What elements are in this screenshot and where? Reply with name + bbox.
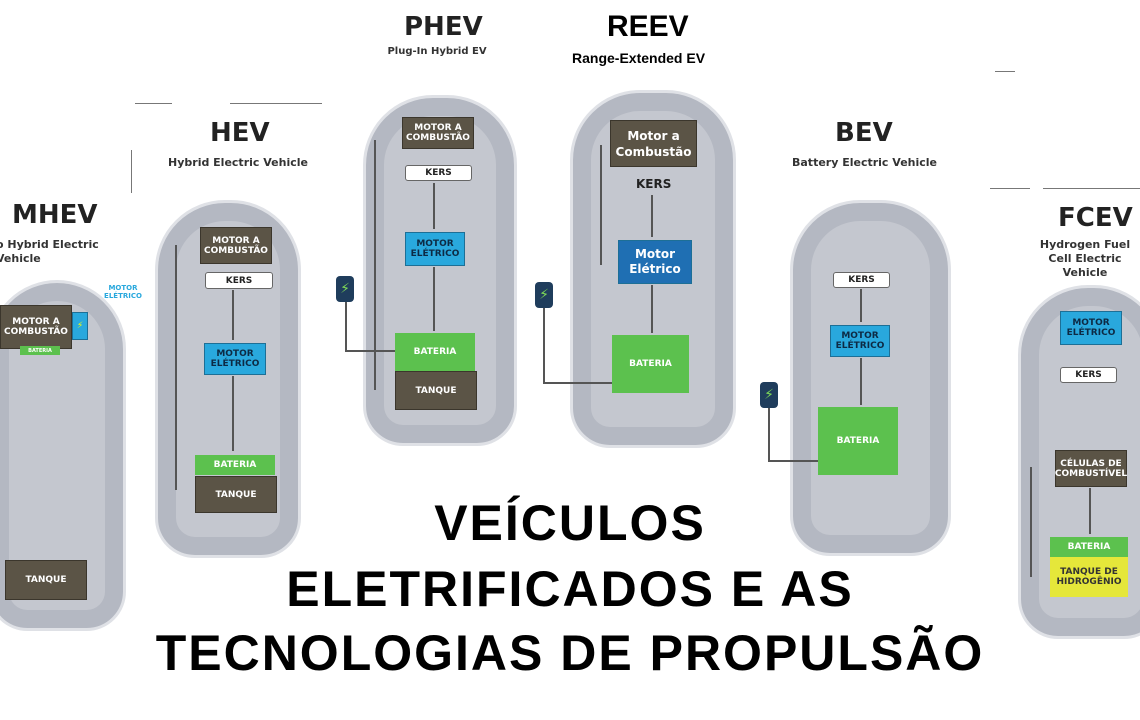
arrow — [1089, 488, 1091, 534]
mhev-title: MHEV — [12, 200, 98, 230]
headline-line-1: VEÍCULOS — [434, 495, 706, 551]
motor-eletrico-box: MOTOR ELÉTRICO — [1060, 311, 1122, 345]
plug-icon: ⚡ — [535, 282, 553, 308]
headline-line-3: TECNOLOGIAS DE PROPULSÃO — [155, 625, 985, 681]
fcev-title: FCEV — [1058, 203, 1133, 233]
arrow — [651, 195, 653, 237]
lightning-icon: ⚡ — [72, 312, 88, 340]
reev-subtitle: Range-Extended EV — [572, 50, 706, 66]
charge-cable — [345, 300, 347, 350]
charge-cable — [768, 460, 818, 462]
tanque-box: TANQUE — [5, 560, 87, 600]
divider — [990, 188, 1030, 189]
bev-subtitle: Battery Electric Vehicle — [792, 156, 938, 169]
divider — [135, 103, 172, 104]
celulas-box: CÉLULAS DE COMBUSTÍVEL — [1055, 450, 1127, 487]
phev-title: PHEV — [404, 12, 483, 42]
charge-cable — [543, 305, 545, 383]
motor-eletrico-box: MOTOR ELÉTRICO — [830, 325, 890, 357]
arrow — [232, 290, 234, 340]
bateria-box: BATERIA — [20, 346, 60, 355]
tanque-box: TANQUE — [195, 476, 277, 513]
charge-cable — [768, 405, 770, 461]
kers-box: KERS — [405, 165, 472, 181]
motor-eletrico-box: MOTOR ELÉTRICO — [405, 232, 465, 266]
reev-title: REEV — [607, 10, 689, 43]
motor-eletrico-box: MOTOR ELÉTRICO — [204, 343, 266, 375]
fcev-subtitle: Hydrogen Fuel Cell Electric Vehicle — [1039, 238, 1131, 279]
arrow — [651, 285, 653, 333]
tanque-hidrogenio-box: TANQUE DE HIDROGÊNIO — [1050, 557, 1128, 597]
motor-combustao-box: MOTOR A COMBUSTÃO — [0, 305, 72, 349]
divider — [131, 150, 132, 193]
bateria-box: BATERIA — [195, 455, 275, 475]
arrow — [860, 358, 862, 405]
headline-line-2: ELETRIFICADOS E AS — [286, 561, 854, 617]
bateria-box: BATERIA — [818, 407, 898, 475]
arrow — [433, 267, 435, 331]
kers-label: KERS — [636, 177, 672, 191]
motor-combustao-box: MOTOR A COMBUSTÃO — [402, 117, 474, 149]
motor-combustao-box: Motor a Combustão — [610, 120, 697, 167]
arrow — [433, 183, 435, 229]
tanque-box: TANQUE — [395, 371, 477, 410]
divider — [995, 71, 1015, 72]
plug-icon: ⚡ — [760, 382, 778, 408]
charge-cable — [345, 350, 395, 352]
fuel-line — [600, 145, 602, 265]
phev-subtitle: Plug-In Hybrid EV — [387, 46, 487, 57]
hev-subtitle: Hybrid Electric Vehicle — [168, 156, 308, 169]
bateria-box: BATERIA — [612, 335, 689, 393]
plug-icon: ⚡ — [336, 276, 354, 302]
motor-eletrico-label: MOTOR ELÉTRICO — [104, 284, 142, 300]
mhev-subtitle: o Hybrid Electric Vehicle — [0, 238, 99, 265]
motor-eletrico-box: Motor Elétrico — [618, 240, 692, 284]
kers-box: KERS — [205, 272, 273, 289]
kers-box: KERS — [833, 272, 890, 288]
arrow — [860, 289, 862, 322]
charge-cable — [543, 382, 613, 384]
bateria-box: BATERIA — [395, 333, 475, 371]
motor-combustao-box: MOTOR A COMBUSTÃO — [200, 227, 272, 264]
bev-title: BEV — [835, 118, 893, 148]
hev-title: HEV — [210, 118, 270, 148]
fuel-line — [175, 245, 177, 490]
arrow — [232, 376, 234, 451]
kers-box: KERS — [1060, 367, 1117, 383]
bateria-box: BATERIA — [1050, 537, 1128, 557]
car-body — [790, 200, 951, 556]
divider — [1043, 188, 1140, 189]
fuel-line — [374, 140, 376, 390]
divider — [230, 103, 322, 104]
fuel-line — [1030, 467, 1032, 577]
